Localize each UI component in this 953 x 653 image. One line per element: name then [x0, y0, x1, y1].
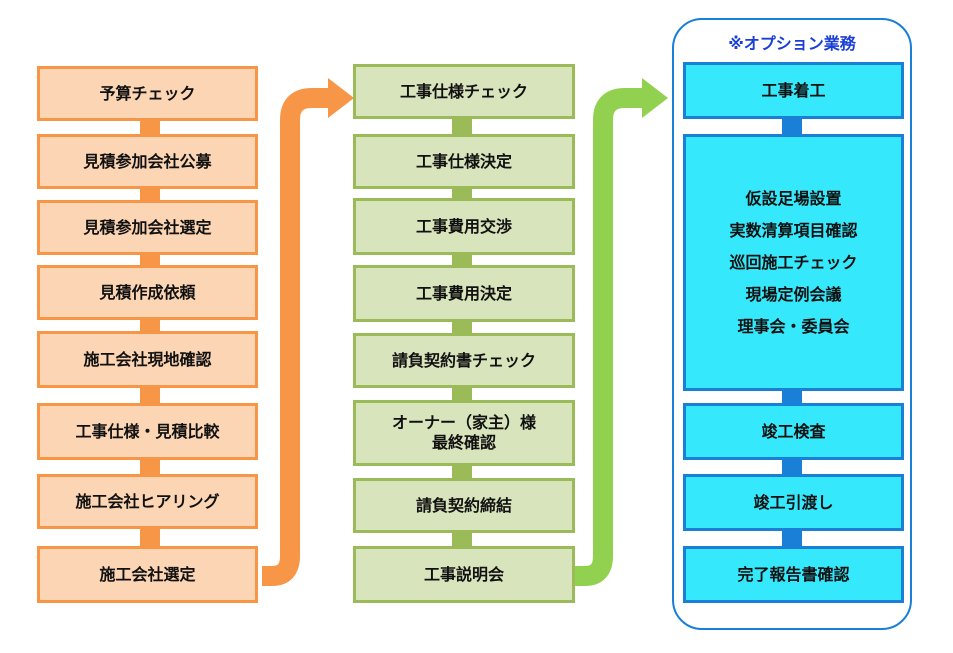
- step-contract-check: 請負契約書チェック: [353, 333, 575, 388]
- step-spec-decide: 工事仕様決定: [353, 134, 575, 189]
- orange-arrowhead: [328, 78, 354, 118]
- task-board-committee: 理事会・委員会: [737, 316, 850, 336]
- step-compare-estimates: 工事仕様・見積比較: [37, 403, 258, 460]
- step-spec-check: 工事仕様チェック: [353, 64, 575, 119]
- step-select-bidders: 見積参加会社選定: [37, 200, 258, 255]
- step-start-construction: 工事着工: [683, 62, 904, 119]
- step-budget-check: 予算チェック: [37, 66, 258, 121]
- step-contractor-hearing: 施工会社ヒアリング: [37, 474, 258, 529]
- step-recruit-bidders: 見積参加会社公募: [37, 134, 258, 189]
- step-completion-report: 完了報告書確認: [683, 546, 904, 603]
- green-arrow: [575, 88, 644, 586]
- step-completion-inspection: 竣工検査: [683, 403, 904, 460]
- step-sign-contract: 請負契約締結: [353, 478, 575, 533]
- step-cost-decide: 工事費用決定: [353, 265, 575, 322]
- step-select-contractor: 施工会社選定: [37, 546, 258, 603]
- orange-arrow: [262, 88, 330, 586]
- task-actual-settlement: 実数清算項目確認: [729, 220, 858, 240]
- owner-line-2: 最終確認: [431, 433, 496, 452]
- step-request-estimate: 見積作成依頼: [37, 265, 258, 320]
- task-patrol-check: 巡回施工チェック: [729, 252, 858, 272]
- step-owner-final-confirm: オーナー（家主）様 最終確認: [353, 400, 575, 466]
- option-frame: [672, 18, 912, 630]
- step-construction-tasks: 仮設足場設置 実数清算項目確認 巡回施工チェック 現場定例会議 理事会・委員会: [683, 134, 904, 391]
- option-title: ※オプション業務: [728, 34, 856, 53]
- task-site-meeting: 現場定例会議: [745, 284, 842, 304]
- task-scaffolding: 仮設足場設置: [745, 188, 842, 208]
- step-cost-negotiate: 工事費用交渉: [353, 198, 575, 255]
- owner-line-1: オーナー（家主）様: [391, 413, 536, 432]
- step-construction-briefing: 工事説明会: [353, 546, 575, 603]
- step-handover: 竣工引渡し: [683, 474, 904, 531]
- green-arrowhead: [642, 78, 668, 118]
- step-site-check: 施工会社現地確認: [37, 331, 258, 388]
